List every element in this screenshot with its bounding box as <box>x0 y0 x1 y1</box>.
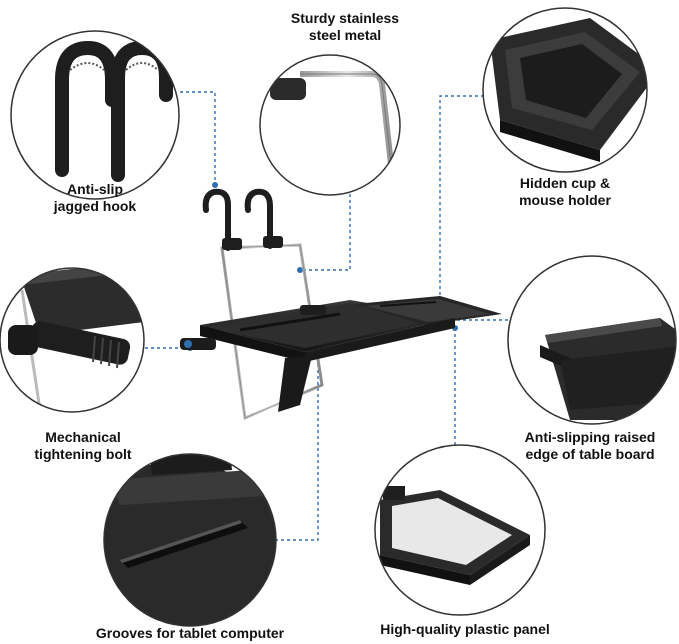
callout-line: jagged hook <box>53 198 137 214</box>
car-tray-product-illustration <box>180 188 502 421</box>
callout-line: edge of table board <box>525 446 655 462</box>
callout-raised-edge: Anti-slipping raised edge of table board <box>505 429 675 463</box>
callout-line: High-quality plastic panel <box>380 621 550 637</box>
callout-cup-holder: Hidden cup & mouse holder <box>490 175 640 209</box>
connector-lines <box>145 91 508 541</box>
callout-tablet-grooves: Grooves for tablet computer <box>70 625 310 642</box>
callout-tightening-bolt: Mechanical tightening bolt <box>8 429 158 463</box>
callout-line: Anti-slipping raised <box>524 429 656 445</box>
callout-line: Mechanical <box>45 429 121 445</box>
callout-line: mouse holder <box>519 192 611 208</box>
callout-steel-metal: Sturdy stainless steel metal <box>260 10 430 44</box>
callout-line: tightening bolt <box>34 446 132 462</box>
steel-frame-illustration <box>259 54 401 196</box>
callout-line: Sturdy stainless <box>290 10 400 26</box>
callout-line: Hidden cup & <box>519 175 611 191</box>
callout-line: Grooves for tablet computer <box>95 625 285 641</box>
cup-holder-illustration <box>482 7 648 173</box>
hook-illustration <box>10 30 180 200</box>
tablet-groove-illustration <box>103 453 277 627</box>
callout-anti-slip-hook: Anti-slip jagged hook <box>20 181 170 215</box>
callout-plastic-panel: High-quality plastic panel <box>350 621 580 638</box>
plastic-panel-illustration <box>374 444 546 616</box>
callout-line: steel metal <box>308 27 382 43</box>
bolt-illustration <box>0 267 145 413</box>
raised-edge-illustration <box>507 255 677 425</box>
callout-line: Anti-slip <box>67 181 123 197</box>
